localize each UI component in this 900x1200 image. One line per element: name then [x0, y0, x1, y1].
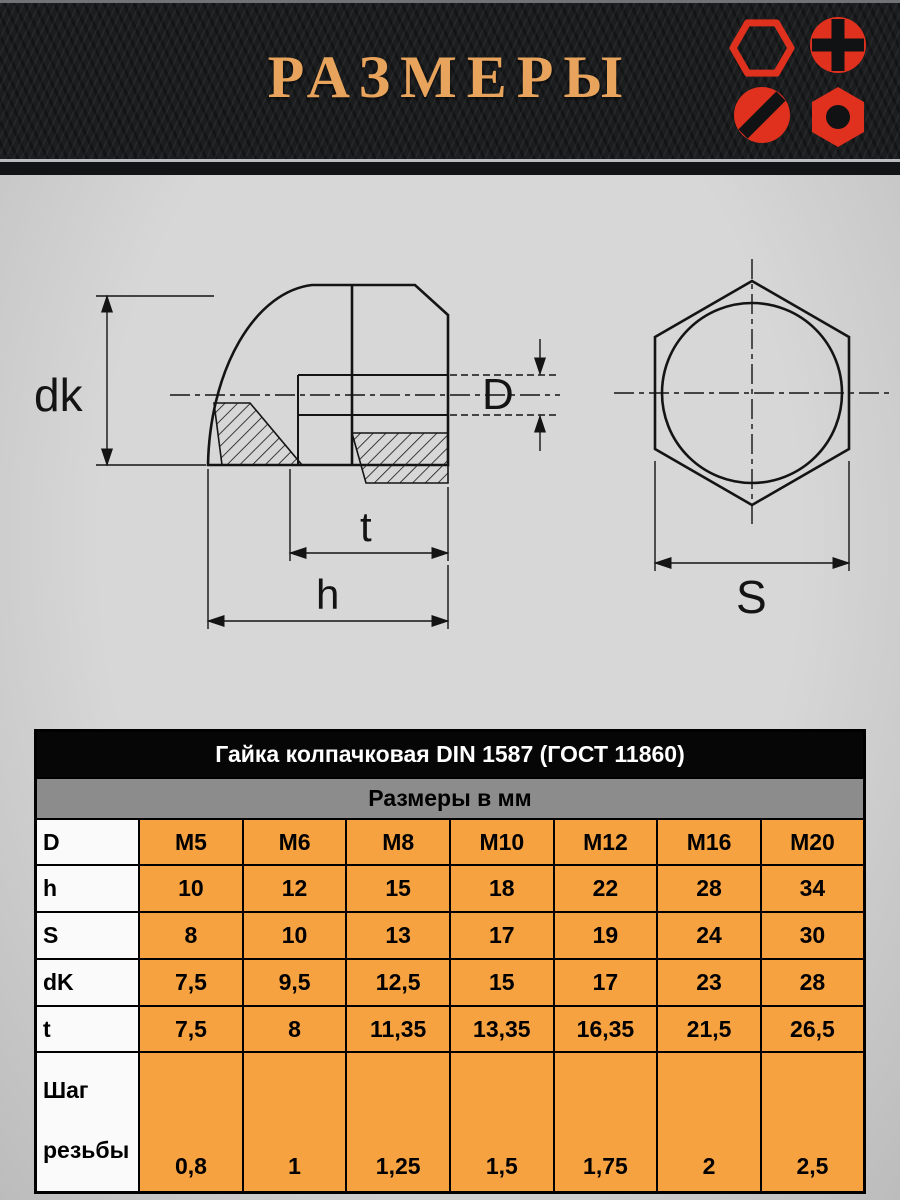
value-cell: 17 [552, 957, 659, 1007]
table-title: Гайка колпачковая DIN 1587 (ГОСТ 11860) [34, 729, 866, 779]
value-cell: 21,5 [656, 1004, 762, 1054]
value-cell: 30 [759, 911, 866, 960]
header-top-line [0, 0, 900, 3]
value-cell: 15 [345, 864, 451, 913]
value-cell: 10 [138, 864, 244, 913]
value-cell: 28 [656, 864, 762, 913]
hex-nut-icon [812, 87, 864, 147]
value-cell: 1,75 [552, 1051, 659, 1194]
value-cell: 15 [449, 957, 555, 1007]
label-h: h [316, 571, 339, 618]
label-t: t [360, 503, 372, 550]
technical-drawing: dk D t h S [0, 175, 900, 703]
hex-view [614, 259, 890, 527]
value-cell: M8 [345, 817, 451, 867]
page-title: РАЗМЕРЫ [267, 44, 633, 110]
value-cell: 13,35 [449, 1004, 555, 1054]
row-label: t [34, 1004, 141, 1054]
value-cell: 1,5 [449, 1051, 555, 1194]
dimension-h [206, 469, 450, 629]
header-separator-dark [0, 162, 900, 175]
value-cell: 7,5 [138, 1004, 244, 1054]
value-cell: 17 [449, 911, 555, 960]
value-cell: 1 [241, 1051, 348, 1194]
value-cell: M20 [759, 817, 866, 867]
size-table: Гайка колпачковая DIN 1587 (ГОСТ 11860) … [34, 729, 866, 1194]
value-cell: 10 [241, 911, 348, 960]
value-cell: 0,8 [138, 1051, 244, 1194]
value-cell: 8 [241, 1004, 348, 1054]
value-cell: 12,5 [345, 957, 451, 1007]
header-separator-light [0, 159, 900, 162]
dimension-D [450, 339, 558, 451]
value-cell: M12 [552, 817, 659, 867]
slotted-head-icon [734, 87, 790, 143]
side-view [170, 283, 560, 484]
value-cell: 18 [449, 864, 555, 913]
size-table-section: Гайка колпачковая DIN 1587 (ГОСТ 11860) … [0, 703, 900, 1194]
value-cell: 19 [552, 911, 659, 960]
dimension-t [288, 469, 450, 561]
value-cell: 11,35 [345, 1004, 451, 1054]
label-S: S [736, 571, 767, 623]
label-dk: dk [34, 369, 84, 421]
value-cell: 34 [759, 864, 866, 913]
table-subtitle: Размеры в мм [34, 776, 866, 820]
value-cell: 12 [241, 864, 348, 913]
table-title-row: Гайка колпачковая DIN 1587 (ГОСТ 11860) [34, 729, 866, 779]
cap-nut-outline [206, 283, 450, 467]
hex-head-icon [729, 19, 795, 77]
value-cell: 9,5 [241, 957, 348, 1007]
value-cell: 13 [345, 911, 451, 960]
row-label: S [34, 911, 141, 960]
value-cell: 8 [138, 911, 244, 960]
label-D: D [482, 370, 514, 419]
value-cell: 22 [552, 864, 659, 913]
value-cell: M5 [138, 817, 244, 867]
value-cell: 1,25 [345, 1051, 451, 1194]
table-subtitle-row: Размеры в мм [34, 776, 866, 820]
value-cell: 26,5 [759, 1004, 866, 1054]
section-hatch-thread [350, 432, 449, 484]
row-label: D [34, 817, 141, 867]
value-cell: 28 [759, 957, 866, 1007]
phillips-head-icon [810, 17, 866, 73]
value-cell: 2,5 [759, 1051, 866, 1194]
row-label: dK [34, 957, 141, 1007]
page-header: РАЗМЕРЫ [0, 3, 900, 159]
value-cell: M16 [656, 817, 762, 867]
row-label: Шаг резьбы [34, 1051, 141, 1194]
fastener-icons [729, 17, 866, 147]
dimension-dk [96, 294, 214, 467]
value-cell: 23 [656, 957, 762, 1007]
value-cell: 16,35 [552, 1004, 659, 1054]
value-cell: M10 [449, 817, 555, 867]
section-hatch-dome [213, 402, 304, 466]
value-cell: 2 [656, 1051, 762, 1194]
value-cell: M6 [241, 817, 348, 867]
cap-nut-drawing: dk D t h S [34, 259, 890, 629]
row-label: h [34, 864, 141, 913]
dimension-S [653, 461, 851, 571]
value-cell: 7,5 [138, 957, 244, 1007]
value-cell: 24 [656, 911, 762, 960]
